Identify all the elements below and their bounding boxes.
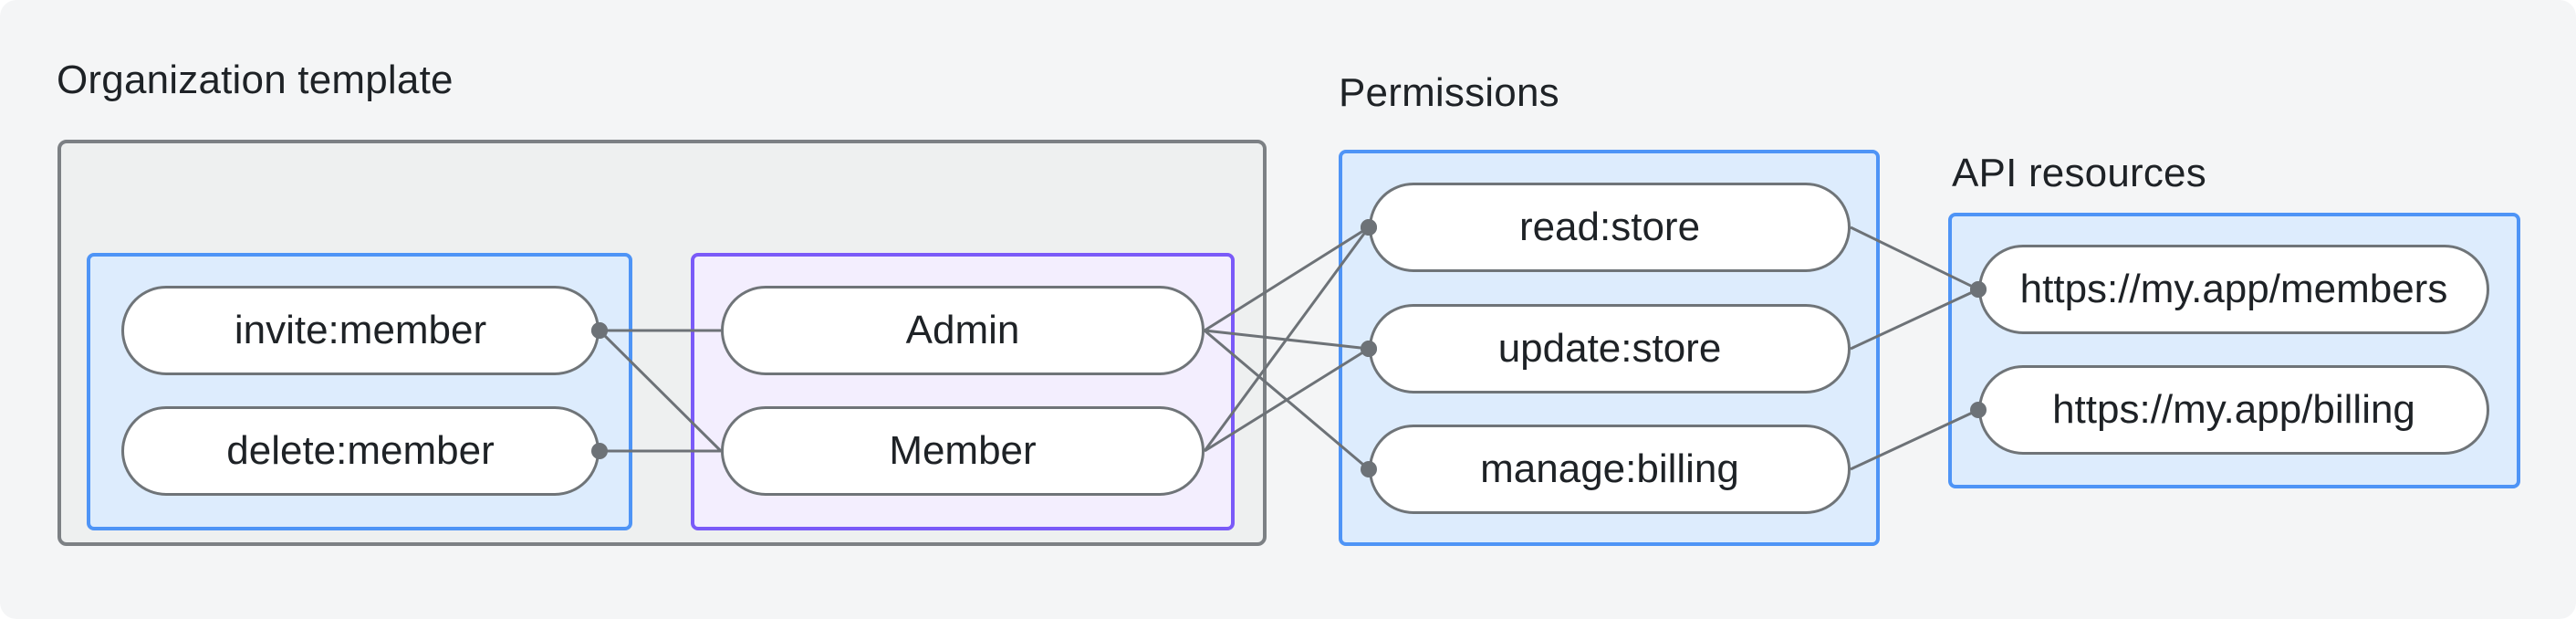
node-admin-role: Admin [721, 286, 1205, 375]
node-billing-resource: https://my.app/billing [1978, 365, 2489, 455]
node-update-store: update:store [1369, 304, 1851, 393]
permissions-heading: Permissions [1339, 70, 1559, 115]
org-template-heading: Organization template [57, 58, 454, 102]
node-read-store: read:store [1369, 183, 1851, 272]
node-members-resource: https://my.app/members [1978, 245, 2489, 334]
api-resources-heading: API resources [1952, 151, 2206, 195]
node-delete-member: delete:member [121, 406, 600, 496]
node-invite-member: invite:member [121, 286, 600, 375]
node-member-role: Member [721, 406, 1205, 496]
node-manage-billing: manage:billing [1369, 425, 1851, 514]
